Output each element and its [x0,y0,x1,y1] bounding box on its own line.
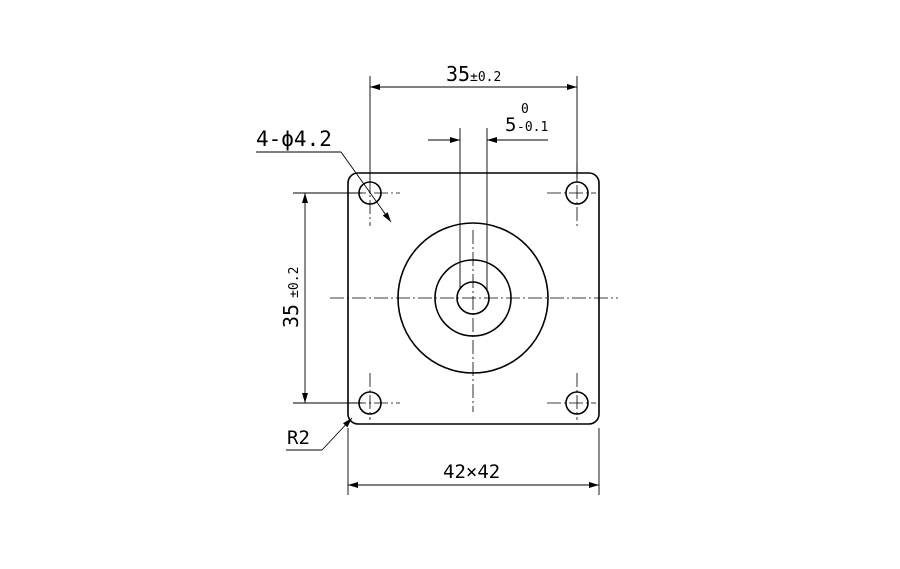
mounting-hole-bottom-right [547,373,596,420]
hole-callout-text: 4-ϕ4.2 [256,127,332,151]
svg-text:35 ±0.2: 35 ±0.2 [279,267,303,328]
flange-outline [347,172,600,425]
side-hole-spacing-dimension: 35 ±0.2 [279,192,362,404]
mounting-hole-top-left [352,178,400,226]
boss-inner-circle [434,259,512,337]
shaft-dim-upper: 0 [521,102,529,117]
radius-callout: R2 [286,417,353,451]
mounting-hole-bottom-left [352,373,400,420]
shaft-dim-main: 5 [505,114,516,136]
radius-callout-text: R2 [287,427,310,449]
shaft-dim-lower: -0.1 [517,120,548,135]
shaft-diameter-dimension: 5 0 -0.1 [428,102,548,143]
top-dim-tol: ±0.2 [470,70,501,85]
hole-callout: 4-ϕ4.2 [256,127,392,223]
overall-dim-text: 42×42 [443,461,500,483]
shaft-circle [456,281,490,315]
overall-size-dimension: 42×42 [347,428,600,495]
side-dim-tol: ±0.2 [287,267,302,298]
side-dim-main: 35 [279,304,303,328]
top-hole-spacing-dimension: 35 ±0.2 [369,62,578,180]
top-dim-main: 35 [446,62,470,86]
boss-outer-circle [397,222,549,374]
